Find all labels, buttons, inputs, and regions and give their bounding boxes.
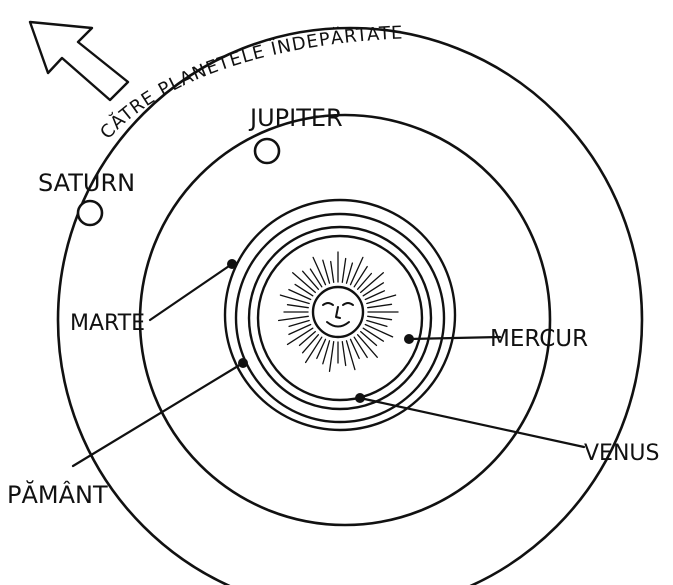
sun-ray bbox=[342, 342, 345, 366]
leader-lines bbox=[73, 264, 584, 466]
saturn-planet bbox=[78, 201, 102, 225]
sun-ray bbox=[279, 316, 309, 320]
sun-ray bbox=[367, 321, 387, 327]
earth-leader bbox=[73, 363, 243, 466]
mercury-label: MERCUR bbox=[490, 326, 588, 352]
mars-leader bbox=[150, 264, 232, 320]
sun-ray bbox=[354, 267, 367, 287]
jupiter-label: JUPITER bbox=[248, 104, 343, 132]
sun-ray bbox=[368, 304, 392, 307]
sun-ray bbox=[347, 263, 353, 283]
mars-label: MARTE bbox=[70, 311, 145, 336]
sun-ray bbox=[288, 305, 309, 308]
arrow-up-left-icon bbox=[30, 22, 128, 100]
mercury-leader bbox=[409, 337, 500, 339]
sun-ray bbox=[330, 342, 334, 372]
sun-ray bbox=[351, 257, 363, 284]
venus-label: VENUS bbox=[584, 441, 659, 466]
jupiter-orbit bbox=[140, 115, 550, 525]
sun-ray bbox=[358, 274, 372, 290]
saturn-label: SATURN bbox=[38, 169, 135, 197]
sun-ray bbox=[361, 332, 377, 346]
venus-leader bbox=[360, 398, 584, 447]
sun-right-eye bbox=[343, 303, 353, 305]
sun-ray bbox=[303, 335, 319, 353]
smiling-sun-icon bbox=[279, 252, 398, 371]
sun-ray bbox=[289, 321, 309, 327]
sun-ray bbox=[331, 262, 334, 283]
sun-mouth bbox=[327, 322, 349, 327]
sun-ray bbox=[368, 316, 392, 319]
sun-nose bbox=[336, 307, 340, 318]
jupiter-planet bbox=[255, 139, 279, 163]
sun-rays bbox=[279, 252, 398, 371]
mars-orbit bbox=[225, 200, 455, 430]
sun-ray bbox=[363, 283, 383, 296]
sun-ray bbox=[363, 328, 383, 341]
sun-ray bbox=[342, 259, 345, 283]
sun-ray bbox=[365, 325, 392, 337]
sun-ray bbox=[303, 271, 319, 289]
earth-label: PĂMÂNT bbox=[7, 479, 108, 509]
sun-ray bbox=[300, 332, 316, 346]
sun-left-eye bbox=[323, 303, 333, 305]
sun-ray bbox=[354, 337, 367, 357]
